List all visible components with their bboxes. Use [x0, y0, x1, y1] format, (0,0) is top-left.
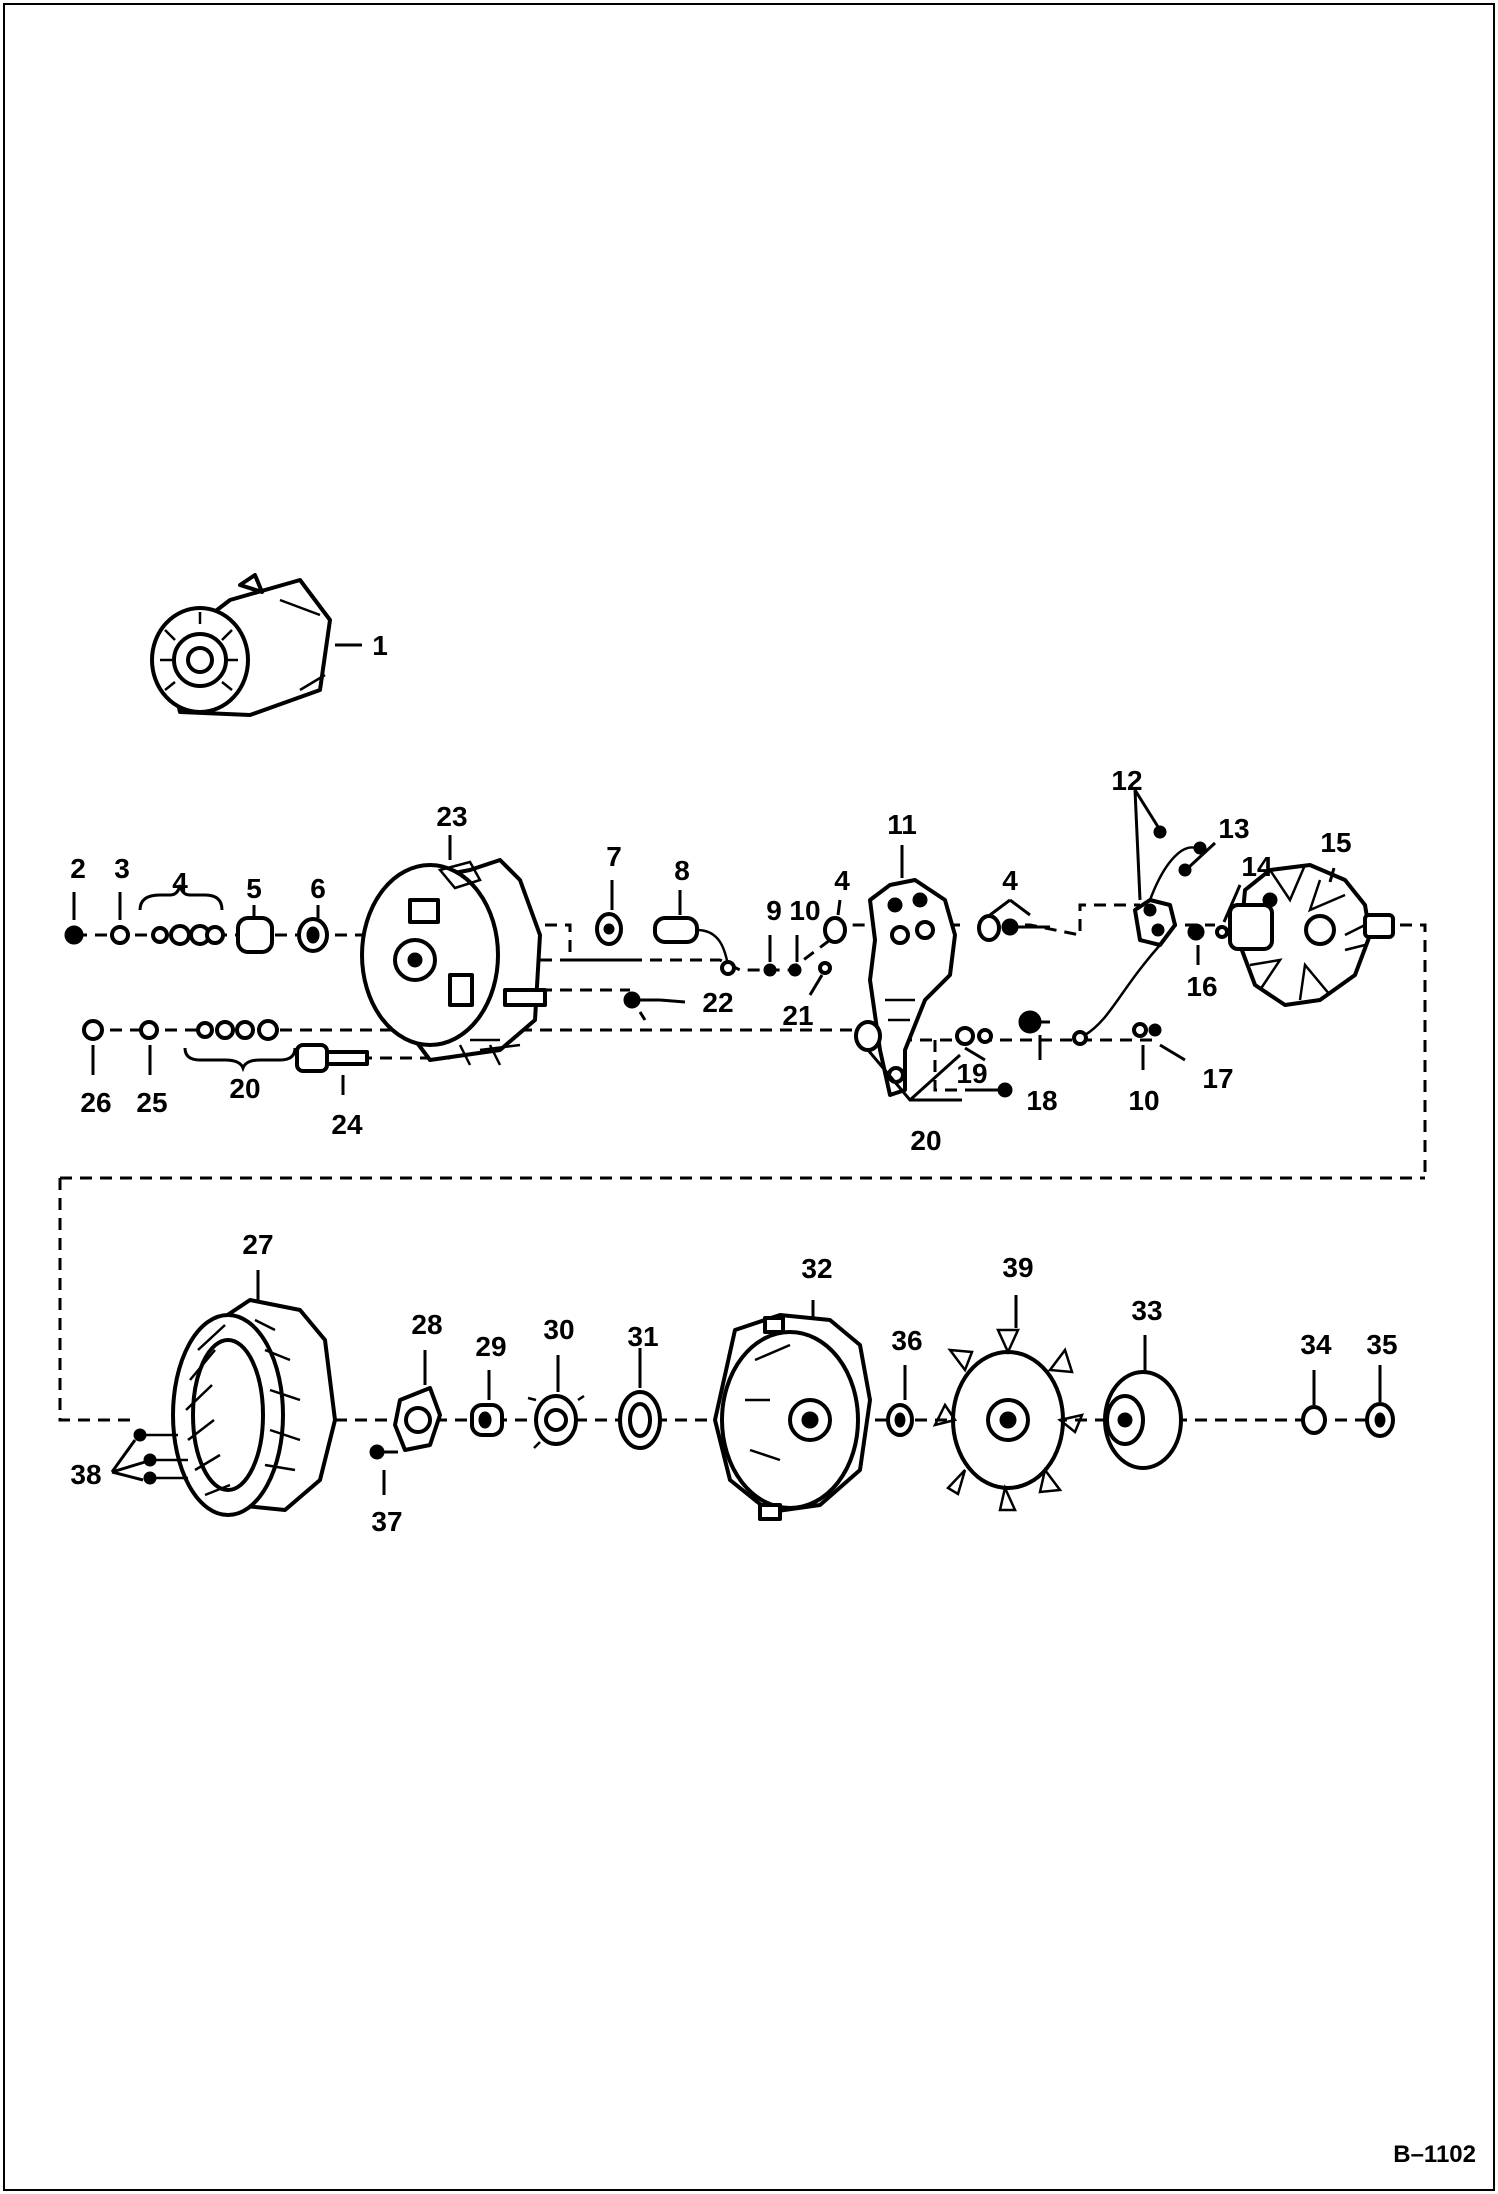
callout-13: 13	[1218, 813, 1249, 844]
callout-11: 11	[887, 809, 917, 840]
callout-24: 24	[331, 1109, 363, 1140]
callout-35: 35	[1366, 1329, 1397, 1360]
part-screws-38	[133, 1428, 188, 1485]
callout-7: 7	[606, 841, 622, 872]
callout-22: 22	[702, 987, 733, 1018]
part-bolt-24	[295, 1043, 369, 1073]
callout-34: 34	[1300, 1329, 1332, 1360]
part-brush-holder-12	[1072, 825, 1207, 1046]
callout-10-bottom: 10	[1128, 1085, 1159, 1116]
callout-1: 1	[372, 630, 388, 661]
callout-38: 38	[70, 1459, 101, 1490]
callout-6: 6	[310, 873, 326, 904]
callout-30: 30	[543, 1314, 574, 1345]
part-nut-2	[64, 925, 84, 945]
part-washers-10-17	[1132, 1022, 1162, 1038]
part-rotor-15	[1228, 863, 1395, 1007]
part-drive-end-frame-32	[713, 1313, 872, 1521]
part-rear-housing-23	[360, 858, 547, 1066]
part-pulley-33	[1103, 1370, 1183, 1470]
part-washer-3	[110, 925, 130, 945]
callout-9: 9	[766, 895, 782, 926]
part-screw-18	[970, 1010, 1050, 1098]
callout-17: 17	[1202, 1063, 1233, 1094]
callout-31: 31	[627, 1321, 658, 1352]
part-washer-25	[139, 1020, 159, 1040]
callout-32: 32	[801, 1253, 832, 1284]
callout-25: 25	[136, 1087, 167, 1118]
part-washer-20-mid	[854, 1020, 882, 1052]
callout-27: 27	[242, 1229, 273, 1260]
part-retainer-plate-28	[393, 1386, 442, 1452]
callout-4-left: 4	[172, 867, 188, 898]
drawing-code: B–1102	[1393, 2141, 1476, 2168]
callout-20-mid: 20	[910, 1125, 941, 1156]
part-fan-39	[932, 1328, 1085, 1512]
callout-16: 16	[1186, 971, 1217, 1002]
callout-21: 21	[782, 1000, 813, 1031]
part-washer-6	[297, 917, 329, 953]
callout-3: 3	[114, 853, 130, 884]
callout-labels: 1 2 3 4 5 6 7 8 9 10 4 11 4 12 13 14 15 …	[70, 630, 1397, 1537]
part-washer-7	[595, 912, 623, 946]
callout-18: 18	[1026, 1085, 1057, 1116]
callout-2: 2	[70, 853, 86, 884]
part-bushing-5	[236, 916, 274, 954]
callout-19: 19	[956, 1058, 987, 1089]
part-screw-37	[369, 1444, 398, 1460]
part-washers-4-left	[151, 924, 225, 946]
callout-20-left: 20	[229, 1073, 260, 1104]
callout-36: 36	[891, 1325, 922, 1356]
part-screw-22	[623, 991, 660, 1021]
part-washers-9-10	[763, 961, 832, 977]
part-washer-4-mid	[823, 916, 847, 944]
callout-26: 26	[80, 1087, 111, 1118]
callout-29: 29	[475, 1331, 506, 1362]
callout-4-right: 4	[1002, 865, 1018, 896]
part-bearing-31	[618, 1390, 662, 1450]
part-screw-4-right	[977, 914, 1050, 942]
part-spacer-29	[470, 1403, 504, 1437]
part-washers-16-14	[1187, 923, 1229, 941]
part-alternator-assembly	[150, 573, 332, 717]
callout-37: 37	[371, 1506, 402, 1537]
callout-5: 5	[246, 873, 262, 904]
part-nut-35	[1365, 1402, 1395, 1438]
callout-8: 8	[674, 855, 690, 886]
part-capacitor-8	[653, 916, 736, 976]
part-stator-27	[171, 1298, 337, 1517]
diagram-frame	[3, 3, 1495, 2191]
callout-10-top: 10	[789, 895, 820, 926]
part-bearing-retainer-30	[527, 1394, 585, 1449]
part-insulator-19	[955, 1026, 993, 1046]
callout-28: 28	[411, 1309, 442, 1340]
leader-lines	[72, 643, 1382, 1495]
callout-4-mid: 4	[834, 865, 850, 896]
callout-14: 14	[1241, 851, 1273, 882]
part-collar-36	[886, 1403, 914, 1437]
part-nut-26	[82, 1019, 104, 1041]
callout-12: 12	[1111, 765, 1142, 796]
callout-23: 23	[436, 801, 467, 832]
callout-39: 39	[1002, 1252, 1033, 1283]
part-washers-20-left	[196, 1019, 279, 1041]
callout-15: 15	[1320, 827, 1351, 858]
part-washer-34	[1301, 1405, 1327, 1435]
part-rectifier-11	[868, 878, 957, 1097]
callout-33: 33	[1131, 1295, 1162, 1326]
